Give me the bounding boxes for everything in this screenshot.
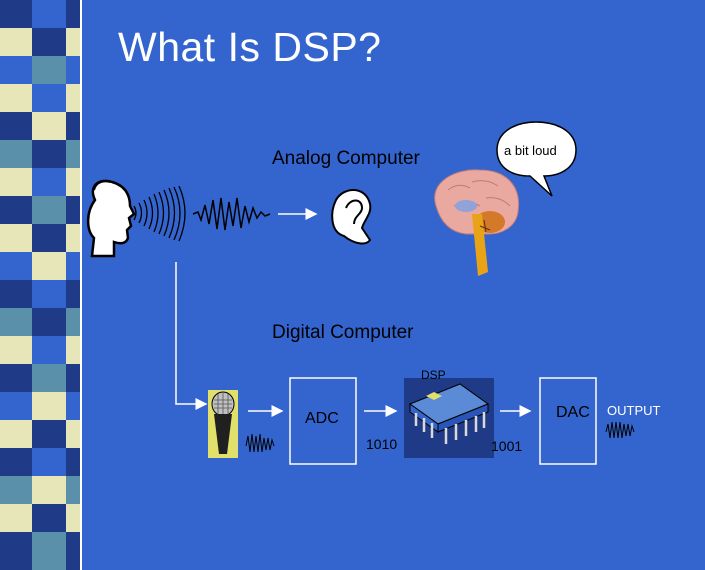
slide-title: What Is DSP? (118, 24, 382, 70)
speech-bubble (496, 121, 577, 197)
output-waveform (605, 421, 635, 439)
adc-label: ADC (305, 410, 339, 427)
adc-box (289, 377, 357, 465)
sound-waves-icon (133, 185, 186, 242)
brain-icon (434, 169, 520, 276)
analog-computer-label: Analog Computer (272, 148, 420, 169)
speech-bubble-text: a bit loud (504, 143, 557, 158)
analog-waveform (192, 197, 271, 231)
dac-label: DAC (556, 404, 590, 421)
digital-computer-label: Digital Computer (272, 322, 414, 343)
head-icon (86, 179, 136, 258)
output-label: OUTPUT (607, 403, 661, 418)
ear-icon (331, 189, 372, 245)
left-decorative-strip (0, 0, 80, 570)
dsp-label: DSP (421, 368, 446, 382)
connector-to-microphone (175, 262, 208, 410)
dac-box (539, 377, 597, 465)
slide-background (82, 0, 705, 570)
dsp-output-code: 1001 (491, 438, 523, 454)
microphone-icon (208, 390, 238, 458)
microphone-signal-waveform (245, 433, 275, 453)
adc-output-code: 1010 (366, 436, 398, 452)
dsp-chip-icon (404, 378, 494, 458)
